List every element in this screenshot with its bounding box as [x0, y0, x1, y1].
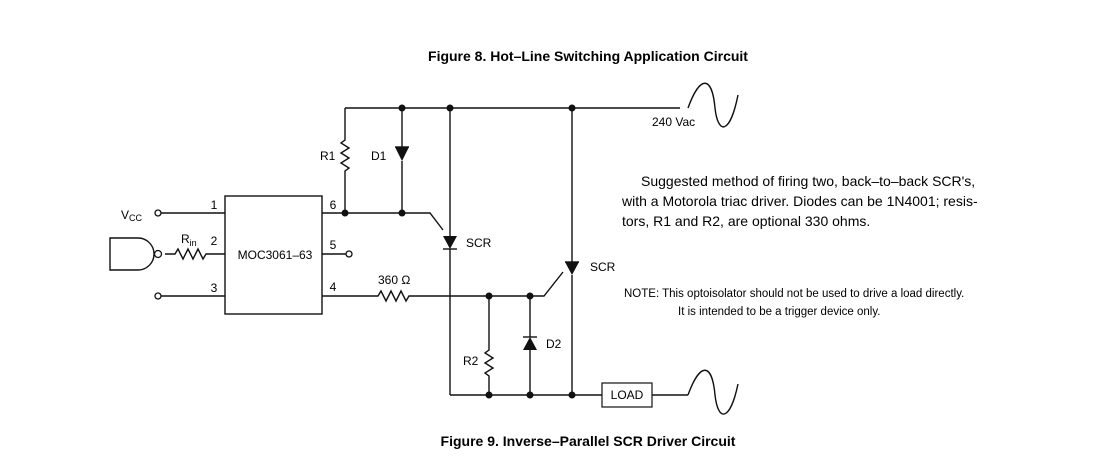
- vcc-sub: CC: [129, 213, 142, 223]
- note-line2: It is intended to be a trigger device on…: [678, 306, 880, 318]
- rin-main: R: [181, 232, 190, 246]
- pin1-label: 1: [211, 198, 218, 212]
- junction-dot: [568, 391, 576, 399]
- pin6-label: 6: [330, 198, 337, 212]
- resistor-360-label: 360 Ω: [378, 273, 410, 287]
- ac-source-label: 240 Vac: [652, 115, 695, 129]
- junction-dot: [341, 209, 349, 217]
- junction-dot: [526, 391, 534, 399]
- junction-dot: [568, 104, 576, 112]
- note-line1: NOTE: This optoisolator should not be us…: [624, 288, 964, 300]
- junction-dot: [526, 292, 534, 300]
- nand-gate-bubble: [153, 249, 163, 259]
- ic-name-label: MOC3061–63: [238, 248, 313, 262]
- pin3-label: 3: [211, 281, 218, 295]
- vcc-terminal: [154, 209, 162, 217]
- pin2-label: 2: [211, 234, 218, 248]
- nand-gate-body: [109, 237, 155, 271]
- rin-resistor: [165, 247, 225, 261]
- resistor-360-wire: [322, 289, 530, 303]
- scr-top-label: SCR: [466, 236, 492, 250]
- d1-label: D1: [371, 149, 387, 163]
- pin5-terminal: [345, 250, 353, 258]
- pin4-label: 4: [330, 280, 337, 294]
- scr-top-symbol: [443, 236, 457, 249]
- junction-dot: [485, 391, 493, 399]
- d2-label: D2: [546, 337, 562, 351]
- figure9-caption: Figure 9. Inverse–Parallel SCR Driver Ci…: [441, 433, 736, 449]
- pin6-wire: [322, 212, 444, 231]
- r1-resistor: [339, 108, 351, 213]
- junction-dot: [485, 292, 493, 300]
- junction-dot: [446, 104, 454, 112]
- vcc-label: VCC: [121, 208, 143, 223]
- r2-label: R2: [463, 354, 479, 368]
- d1-diode-triangle: [395, 147, 409, 161]
- scr-right-symbol: [565, 262, 579, 275]
- figure8-caption: Figure 8. Hot–Line Switching Application…: [428, 48, 748, 64]
- pin3-terminal: [154, 292, 162, 300]
- r1-label: R1: [320, 149, 336, 163]
- description-line1: Suggested method of firing two, back–to–…: [641, 173, 975, 189]
- scr-right-gate: [530, 271, 564, 297]
- load-label: LOAD: [611, 388, 644, 402]
- r2-resistor: [483, 296, 495, 395]
- moc3061-ic-body: [224, 195, 323, 315]
- description-line3: tors, R1 and R2, are optional 330 ohms.: [622, 213, 870, 229]
- ac-source-bottom-symbol: [687, 369, 739, 415]
- description-line2: with a Motorola triac driver. Diodes can…: [621, 193, 978, 209]
- rin-sub: in: [190, 238, 197, 248]
- junction-dot: [398, 209, 406, 217]
- junction-dot: [398, 104, 406, 112]
- rin-label: Rin: [181, 232, 197, 248]
- scr-right-label: SCR: [590, 260, 616, 274]
- pin5-label: 5: [330, 238, 337, 252]
- vcc-main: V: [121, 208, 129, 222]
- d2-diode-triangle: [523, 337, 537, 350]
- ac-source-top-symbol: [687, 82, 739, 128]
